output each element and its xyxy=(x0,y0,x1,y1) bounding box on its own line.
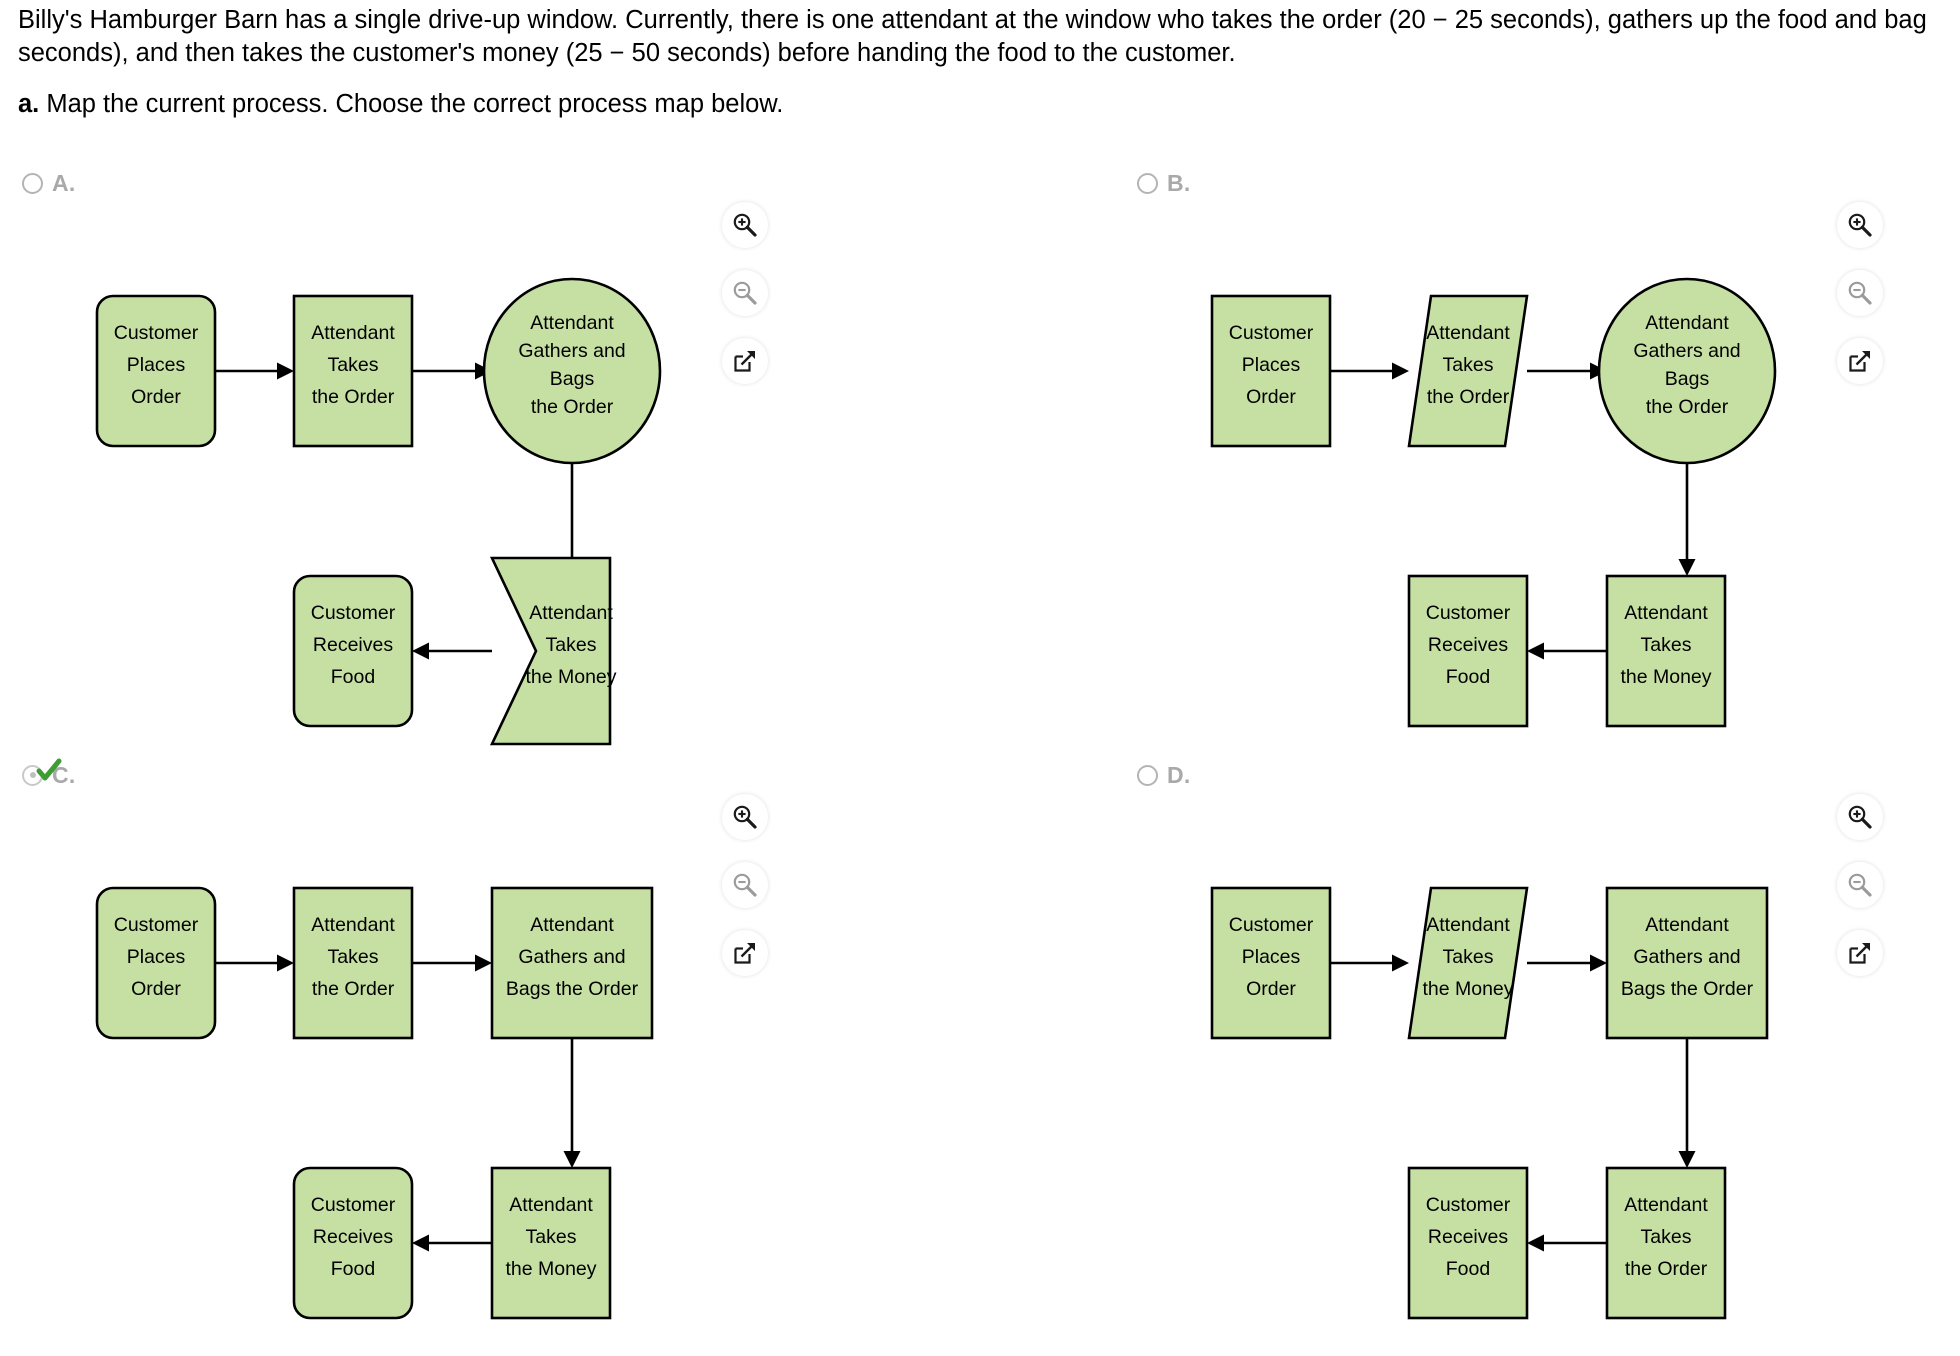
arrow-node1-to-node2-head xyxy=(1392,362,1409,380)
open-in-new-window-icon[interactable] xyxy=(722,930,768,976)
node-customer-places-order xyxy=(1210,294,1332,448)
radio-button-a[interactable] xyxy=(22,173,43,194)
radio-button-c[interactable] xyxy=(22,765,43,786)
node-customer-places-order xyxy=(95,294,217,448)
node-attendant-step-3 xyxy=(490,886,654,1040)
arrow-node1-to-node2-head xyxy=(1392,954,1409,972)
option-letter: A. xyxy=(52,170,76,196)
open-in-new-window-icon[interactable] xyxy=(1837,930,1883,976)
diagram-toolbar xyxy=(722,202,768,384)
option-header-c[interactable]: C. xyxy=(22,758,76,789)
node-attendant-step-2 xyxy=(1407,294,1529,448)
option-header-d[interactable]: D. xyxy=(1137,762,1191,789)
part-label: a. xyxy=(18,90,40,118)
node-attendant-step-3 xyxy=(1597,277,1777,465)
question-paragraph: Billy's Hamburger Barn has a single driv… xyxy=(18,4,1960,70)
node-attendant-step-5 xyxy=(1605,574,1727,728)
arrow-node1-to-node2-head xyxy=(277,954,294,972)
node-attendant-step-2 xyxy=(1407,886,1529,1040)
option-header-a[interactable]: A. xyxy=(22,170,76,197)
arrow-node3-to-node5-head xyxy=(563,1151,581,1168)
zoom-out-icon[interactable] xyxy=(722,270,768,316)
node-attendant-step-3 xyxy=(1605,886,1769,1040)
node-customer-receives-food xyxy=(1407,1166,1529,1320)
arrow-node1-to-node2-head xyxy=(277,362,294,380)
radio-button-b[interactable] xyxy=(1137,173,1158,194)
node-customer-receives-food xyxy=(292,574,414,728)
zoom-out-icon[interactable] xyxy=(722,862,768,908)
zoom-out-icon[interactable] xyxy=(1837,270,1883,316)
diagram-toolbar xyxy=(1837,794,1883,976)
arrow-node3-to-node5-head xyxy=(1678,559,1696,576)
node-attendant-step-3 xyxy=(482,277,662,465)
node-attendant-step-2 xyxy=(292,294,414,448)
arrow-node5-to-node4-head xyxy=(1527,1234,1544,1252)
node-attendant-step-2 xyxy=(292,886,414,1040)
arrow-node3-to-node5-head xyxy=(1678,1151,1696,1168)
diagram-toolbar xyxy=(1837,202,1883,384)
arrow-node2-to-node3-head xyxy=(1590,954,1607,972)
arrow-node5-to-node4-head xyxy=(1527,642,1544,660)
open-in-new-window-icon[interactable] xyxy=(722,338,768,384)
zoom-in-icon[interactable] xyxy=(722,202,768,248)
node-attendant-step-5 xyxy=(1605,1166,1727,1320)
node-attendant-step-5 xyxy=(490,1166,612,1320)
question-paragraph-line-2: seconds), and then takes the customer's … xyxy=(18,39,1236,67)
zoom-out-icon[interactable] xyxy=(1837,862,1883,908)
part-text: Map the current process. Choose the corr… xyxy=(39,90,784,118)
option-letter: B. xyxy=(1167,170,1191,196)
zoom-in-icon[interactable] xyxy=(1837,202,1883,248)
zoom-in-icon[interactable] xyxy=(722,794,768,840)
open-in-new-window-icon[interactable] xyxy=(1837,338,1883,384)
option-header-b[interactable]: B. xyxy=(1137,170,1191,197)
node-attendant-step-5 xyxy=(489,556,612,746)
radio-button-d[interactable] xyxy=(1137,765,1158,786)
node-customer-places-order xyxy=(1210,886,1332,1040)
zoom-in-icon[interactable] xyxy=(1837,794,1883,840)
arrow-node5-to-node4-head xyxy=(412,642,429,660)
diagram-toolbar xyxy=(722,794,768,976)
node-customer-receives-food xyxy=(292,1166,414,1320)
arrow-node2-to-node3-head xyxy=(475,954,492,972)
option-letter: C. xyxy=(52,762,76,788)
node-customer-receives-food xyxy=(1407,574,1529,728)
question-paragraph-line-1: Billy's Hamburger Barn has a single driv… xyxy=(18,6,1927,34)
question-part-a: a. Map the current process. Choose the c… xyxy=(18,88,783,121)
arrow-node5-to-node4-head xyxy=(412,1234,429,1252)
option-letter: D. xyxy=(1167,762,1191,788)
node-customer-places-order xyxy=(95,886,217,1040)
